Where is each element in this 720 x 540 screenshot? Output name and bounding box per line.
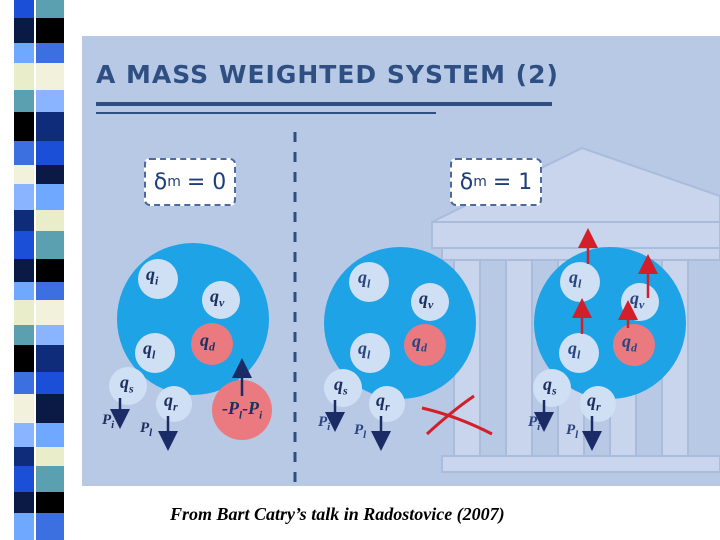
stripe-block: [36, 18, 64, 43]
stripe-block: [36, 0, 64, 18]
stripe-block: [14, 184, 34, 210]
stripe-block: [36, 466, 64, 492]
stripe-block: [14, 259, 34, 282]
stripe-block: [36, 259, 64, 282]
stripe-block: [14, 300, 34, 325]
stripe-block: [36, 63, 64, 90]
label-ql: ql: [143, 338, 156, 362]
delta-subscript: m: [167, 174, 181, 190]
caption: From Bart Catry’s talk in Radostovice (2…: [170, 504, 505, 524]
stripe-block: [14, 141, 34, 165]
stripe-block: [36, 372, 64, 394]
label-qr: qr: [376, 390, 390, 414]
stripe-block: [14, 492, 34, 513]
stripe-block: [36, 513, 64, 540]
label-qi: ql: [358, 267, 371, 291]
label-ql: ql: [568, 338, 581, 362]
stripe-block: [14, 165, 34, 184]
right-pool-circles: [533, 262, 659, 422]
cancel-cross-icon: [421, 394, 493, 436]
delta-value: = 1: [492, 169, 533, 195]
label-qv: qv: [630, 288, 645, 312]
slide-title: A MASS WEIGHTED SYSTEM (2): [96, 60, 559, 89]
stripe-block: [36, 282, 64, 300]
label-pi: Pi: [528, 414, 541, 433]
label-ql: ql: [358, 338, 371, 362]
stripe-block: [14, 513, 34, 540]
decorative-stripe: [14, 0, 64, 540]
stripe-block: [14, 43, 34, 63]
stripe-block: [14, 231, 34, 259]
stripe-block: [14, 372, 34, 394]
label-qv: qv: [419, 288, 434, 312]
label-pi: Pi: [102, 412, 115, 431]
delta-subscript: m: [473, 174, 487, 190]
label-qr: qr: [164, 390, 178, 414]
stripe-block: [36, 231, 64, 259]
label-qs: qs: [120, 372, 134, 396]
stripe-block: [36, 325, 64, 345]
stripe-block: [36, 423, 64, 447]
left-arrows: [110, 358, 252, 451]
stripe-block: [14, 345, 34, 372]
label-qs: qs: [543, 374, 557, 398]
label-pi: Pi: [318, 414, 331, 433]
label-qd: qd: [200, 330, 215, 354]
stripe-block: [14, 210, 34, 231]
left-qd-circle: [191, 323, 233, 365]
stripe-block: [14, 466, 34, 492]
label-qi: ql: [569, 267, 582, 291]
delta-symbol: δ: [459, 169, 474, 195]
stripe-block: [36, 210, 64, 231]
stripe-block: [36, 447, 64, 466]
stripe-block: [14, 423, 34, 447]
stripe-block: [14, 447, 34, 466]
label-qr: qr: [587, 390, 601, 414]
label-qv: qv: [210, 286, 225, 310]
delta-symbol: δ: [153, 169, 168, 195]
right-blue-arrows: [534, 400, 602, 451]
stripe-block: [14, 282, 34, 300]
stripe-block: [36, 165, 64, 184]
stripe-block: [14, 63, 34, 90]
left-flux-circle: [212, 380, 272, 440]
delta-value: = 0: [186, 169, 227, 195]
right-qd-circle: [613, 324, 655, 366]
label-qs: qs: [334, 374, 348, 398]
label-pl: Pl: [354, 422, 367, 441]
middle-qd-circle: [404, 324, 446, 366]
stripe-block: [36, 141, 64, 165]
stripe-block: [14, 18, 34, 43]
stripe-block: [14, 325, 34, 345]
label-qd: qd: [622, 331, 637, 355]
stripe-block: [36, 90, 64, 112]
title-underline: [96, 102, 552, 106]
stripe-block: [36, 300, 64, 325]
stripe-block: [14, 394, 34, 423]
label-flux: -Pl-Pi: [222, 398, 263, 422]
label-pl: Pl: [566, 422, 579, 441]
stripe-block: [14, 90, 34, 112]
middle-pool-circles: [324, 262, 449, 422]
label-qi: qi: [146, 264, 159, 288]
stripe-block: [36, 184, 64, 210]
stripe-block: [14, 112, 34, 141]
middle-arrows: [325, 400, 391, 451]
left-pool-circles: [109, 259, 240, 422]
stripe-block: [36, 345, 64, 372]
diagram-canvas: [96, 102, 720, 486]
stripe-block: [36, 43, 64, 63]
stripe-block: [36, 492, 64, 513]
stripe-block: [36, 394, 64, 423]
label-pl: Pl: [140, 420, 153, 439]
title-underline-thin: [96, 112, 436, 114]
label-qd: qd: [412, 331, 427, 355]
stripe-block: [14, 0, 34, 18]
right-red-arrows: [572, 228, 658, 334]
stripe-block: [36, 112, 64, 141]
